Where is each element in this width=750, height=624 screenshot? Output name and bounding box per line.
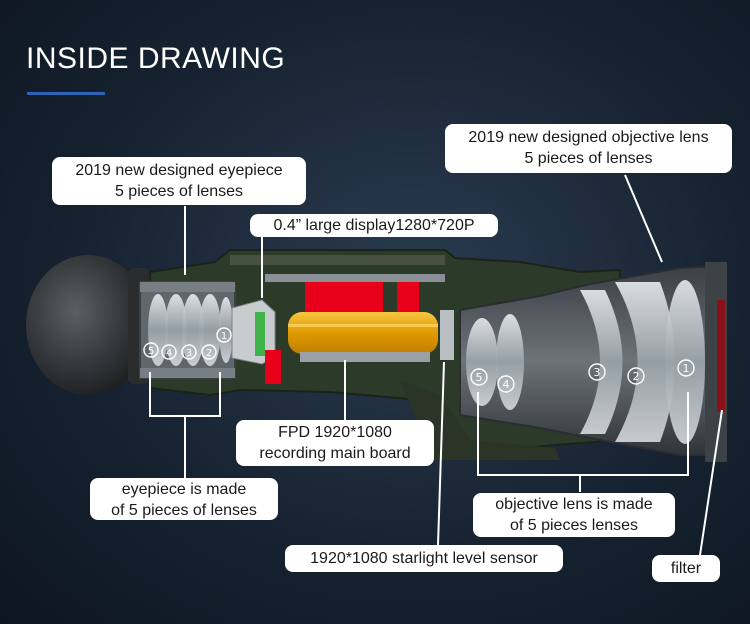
board-pins xyxy=(300,352,430,362)
objective-lens-4 xyxy=(496,314,524,410)
objective-lens-5 xyxy=(466,318,498,406)
sensor-chip xyxy=(440,310,454,360)
label-sensor: 1920*1080 starlight level sensor xyxy=(285,545,563,572)
housing-top-rail xyxy=(230,255,445,265)
sensor-gold-barrel xyxy=(288,312,438,354)
board-plate xyxy=(265,274,445,282)
label-main-board-line1: FPD 1920*1080 xyxy=(278,424,392,441)
label-main-board-line2: recording main board xyxy=(259,445,411,462)
objective-lens-3 xyxy=(580,290,623,434)
main-board-upper-right xyxy=(397,280,419,316)
eyepiece-number-2: 2 xyxy=(206,348,212,359)
label-display: 0.4” large display1280*720P xyxy=(250,214,498,237)
objective-lens-1 xyxy=(665,280,705,444)
label-objective-design-line1: 2019 new designed objective lens xyxy=(468,129,709,146)
objective-number-4: 4 xyxy=(503,378,510,391)
label-eyepiece-made: eyepiece is made of 5 pieces of lenses xyxy=(90,478,278,520)
housing-bottom-grip xyxy=(400,380,560,460)
label-objective-made: objective lens is made of 5 pieces lense… xyxy=(473,493,675,537)
label-eyepiece-made-line1: eyepiece is made xyxy=(121,481,247,498)
eyepiece-number-5: 5 xyxy=(148,346,154,357)
display-panel xyxy=(255,312,265,356)
leader-lines xyxy=(149,174,723,556)
label-objective-made-line1: objective lens is made xyxy=(495,496,653,513)
label-eyepiece-design-line2: 5 pieces of lenses xyxy=(114,183,244,200)
objective-number-1: 1 xyxy=(683,362,690,375)
label-objective-made-line2: of 5 pieces lenses xyxy=(509,517,639,534)
title-underline xyxy=(27,92,105,95)
eyepiece-lens-3 xyxy=(182,294,204,366)
page-title: INSIDE DRAWING xyxy=(26,42,286,75)
objective-number-2: 2 xyxy=(633,370,640,383)
label-main-board: FPD 1920*1080 recording main board xyxy=(236,420,434,466)
label-eyepiece-made-line2: of 5 pieces of lenses xyxy=(111,502,257,519)
filter-glass xyxy=(717,300,725,412)
main-board-upper xyxy=(305,280,383,316)
label-objective-design: 2019 new designed objective lens 5 piece… xyxy=(445,124,732,173)
label-objective-design-line2: 5 pieces of lenses xyxy=(524,150,653,167)
eyepiece-number-1: 1 xyxy=(221,331,227,342)
label-eyepiece-design: 2019 new designed eyepiece 5 pieces of l… xyxy=(52,157,306,205)
eyecup xyxy=(26,255,150,395)
objective-number-markers: 5 4 3 2 1 xyxy=(470,359,695,393)
objective-number-5: 5 xyxy=(476,371,483,384)
objective-lens-2 xyxy=(615,282,675,442)
eyepiece-lens-4 xyxy=(165,294,187,366)
eyepiece-number-4: 4 xyxy=(166,348,172,359)
objective-number-3: 3 xyxy=(594,366,601,379)
eyepiece-lens-1 xyxy=(219,297,233,363)
eyepiece-number-markers: 5 4 3 2 1 xyxy=(143,327,232,360)
label-eyepiece-design-line1: 2019 new designed eyepiece xyxy=(75,162,283,179)
main-board-lower xyxy=(265,350,281,384)
label-filter: filter xyxy=(652,555,720,582)
eyepiece-number-3: 3 xyxy=(186,348,192,359)
